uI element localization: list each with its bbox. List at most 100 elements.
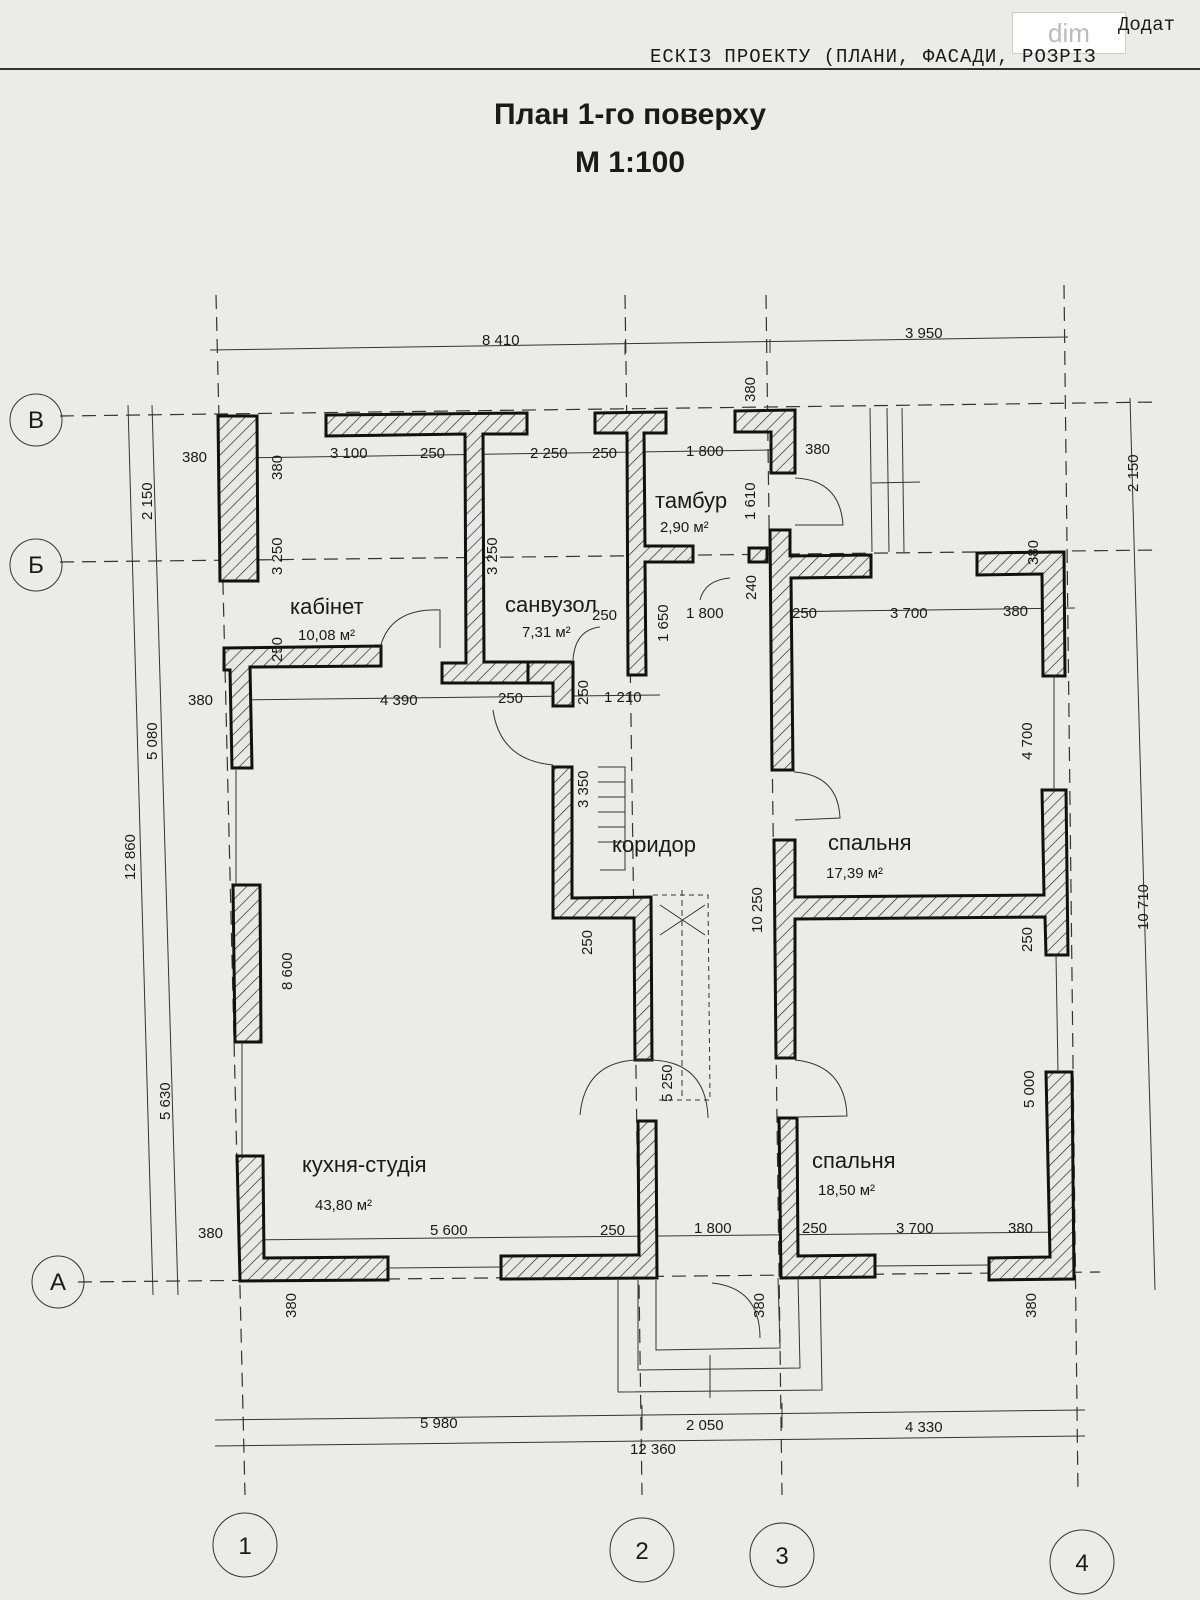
dim-250-e: 250 [498, 690, 523, 707]
porch-outline [617, 1277, 823, 1398]
axis-label-b: Б [28, 552, 44, 579]
dim-1610: 1 610 [742, 482, 759, 520]
room-sanvuzol-area: 7,31 м² [522, 624, 571, 641]
room-spalnia1-area: 17,39 м² [826, 865, 883, 882]
axis-label-3: 3 [775, 1543, 788, 1570]
axis-bubble-3: 3 [749, 1522, 815, 1588]
dim-250-v-kabinet: 250 [269, 637, 286, 662]
wall-sw-corner [235, 1154, 390, 1283]
dim-1800-bottom: 1 800 [694, 1220, 732, 1237]
dim-3950: 3 950 [905, 325, 943, 342]
wall-nw-corner [216, 414, 260, 583]
dim-380-v-tambur: 380 [742, 377, 759, 402]
dim-250-g: 250 [802, 1220, 827, 1237]
dim-250-d: 250 [792, 605, 817, 622]
dim-380-v-ne: 380 [1025, 540, 1042, 565]
dim-380-east: 380 [1003, 603, 1028, 620]
dim-2250: 2 250 [530, 445, 568, 462]
plan-scale: М 1:100 [574, 146, 686, 179]
dim-2150-right: 2 150 [1125, 454, 1142, 492]
room-kukhnia-name: кухня-студія [302, 1152, 427, 1177]
room-spalnia2-name: спальня [812, 1148, 896, 1173]
plan-title: План 1-го поверху [493, 98, 767, 131]
dim-12860: 12 860 [122, 834, 139, 880]
dim-380-v-porch: 380 [751, 1293, 768, 1318]
axis-label-4: 4 [1075, 1550, 1088, 1577]
axis-bubble-a: А [31, 1255, 85, 1309]
dim-250-v-corr: 250 [575, 680, 592, 705]
dimension-lines [127, 336, 1156, 1447]
header-project-text: ЕСКІЗ ПРОЕКТУ (ПЛАНИ, ФАСАДИ, РОЗРІЗ [650, 46, 1097, 68]
wall-kabinet-bottom [222, 644, 383, 770]
dim-250-v-east: 250 [1019, 927, 1036, 952]
dim-5250: 5 250 [659, 1064, 676, 1102]
dim-4330: 4 330 [905, 1419, 943, 1436]
stairs [598, 766, 711, 1101]
wall-corridor-right-top [768, 528, 873, 772]
dim-1650: 1 650 [655, 604, 672, 642]
room-korydor-name: коридор [612, 832, 696, 857]
axis-label-a: А [50, 1269, 66, 1296]
door-swings [235, 477, 1059, 1339]
dim-3700-top: 3 700 [890, 605, 928, 622]
room-spalnia1-name: спальня [828, 830, 912, 855]
wall-east-mid [772, 788, 1070, 1060]
dim-380-v-se: 380 [1023, 1293, 1040, 1318]
axis-bubble-b: Б [9, 538, 63, 592]
dim-380-west-mid: 380 [188, 692, 213, 709]
dim-3700-bottom: 3 700 [896, 1220, 934, 1237]
axis-bubble-2: 2 [609, 1517, 675, 1583]
room-tambur-area: 2,90 м² [660, 519, 709, 536]
room-kukhnia-area: 43,80 м² [315, 1197, 372, 1214]
dim-2150-left: 2 150 [139, 482, 156, 520]
dim-10710: 10 710 [1135, 884, 1152, 930]
dim-1800-mid: 1 800 [686, 605, 724, 622]
dim-5600: 5 600 [430, 1222, 468, 1239]
axis-line-4 [1063, 284, 1079, 1496]
dim-5000: 5 000 [1021, 1070, 1038, 1108]
dim-8600: 8 600 [279, 952, 296, 990]
dim-380-se: 380 [1008, 1220, 1033, 1237]
wall-south-mid [499, 1119, 659, 1281]
room-sanvuzol-name: санвузол [505, 592, 597, 617]
dim-250-a: 250 [420, 445, 445, 462]
dim-5630: 5 630 [157, 1082, 174, 1120]
dim-10250: 10 250 [749, 887, 766, 933]
dim-250-b: 250 [592, 445, 617, 462]
wall-south-right [777, 1116, 877, 1280]
dim-4700: 4 700 [1019, 722, 1036, 760]
dim-380-tambur: 380 [805, 441, 830, 458]
dim-250-f: 250 [600, 1222, 625, 1239]
room-kabinet-name: кабінет [290, 594, 364, 619]
dim-240: 240 [743, 575, 760, 600]
wall-west-mid [231, 883, 263, 1044]
dim-3250-kabinet: 3 250 [269, 537, 286, 575]
dim-12360: 12 360 [630, 1441, 676, 1458]
room-spalnia2-area: 18,50 м² [818, 1182, 875, 1199]
dim-380-west-top: 380 [182, 449, 207, 466]
dim-3250-san: 3 250 [484, 537, 501, 575]
dim-1800-top: 1 800 [686, 443, 724, 460]
dim-250-v-stair: 250 [579, 930, 596, 955]
watermark-logo: dim [1012, 12, 1126, 54]
dim-5080: 5 080 [144, 722, 161, 760]
wall-east-bottom [987, 1070, 1076, 1282]
header-rule [0, 68, 1200, 70]
dim-380-sw: 380 [198, 1225, 223, 1242]
axis-label-1: 1 [238, 1533, 251, 1560]
walls [216, 408, 1076, 1283]
wall-door-jamb [747, 546, 769, 564]
wall-ne-corner [975, 550, 1067, 678]
room-tambur-name: тамбур [655, 488, 727, 513]
wall-stair-left [551, 765, 654, 1062]
axis-line-v [59, 401, 1161, 417]
dim-8410: 8 410 [482, 332, 520, 349]
wall-san-bottom-end [526, 660, 575, 708]
room-kabinet-area: 10,08 м² [298, 627, 355, 644]
dim-380-v-top: 380 [269, 455, 286, 480]
dim-3100: 3 100 [330, 445, 368, 462]
header-annex-text: Додат [1118, 14, 1176, 36]
dim-250-c: 250 [592, 607, 617, 624]
entrance-stair-lines [869, 407, 921, 553]
